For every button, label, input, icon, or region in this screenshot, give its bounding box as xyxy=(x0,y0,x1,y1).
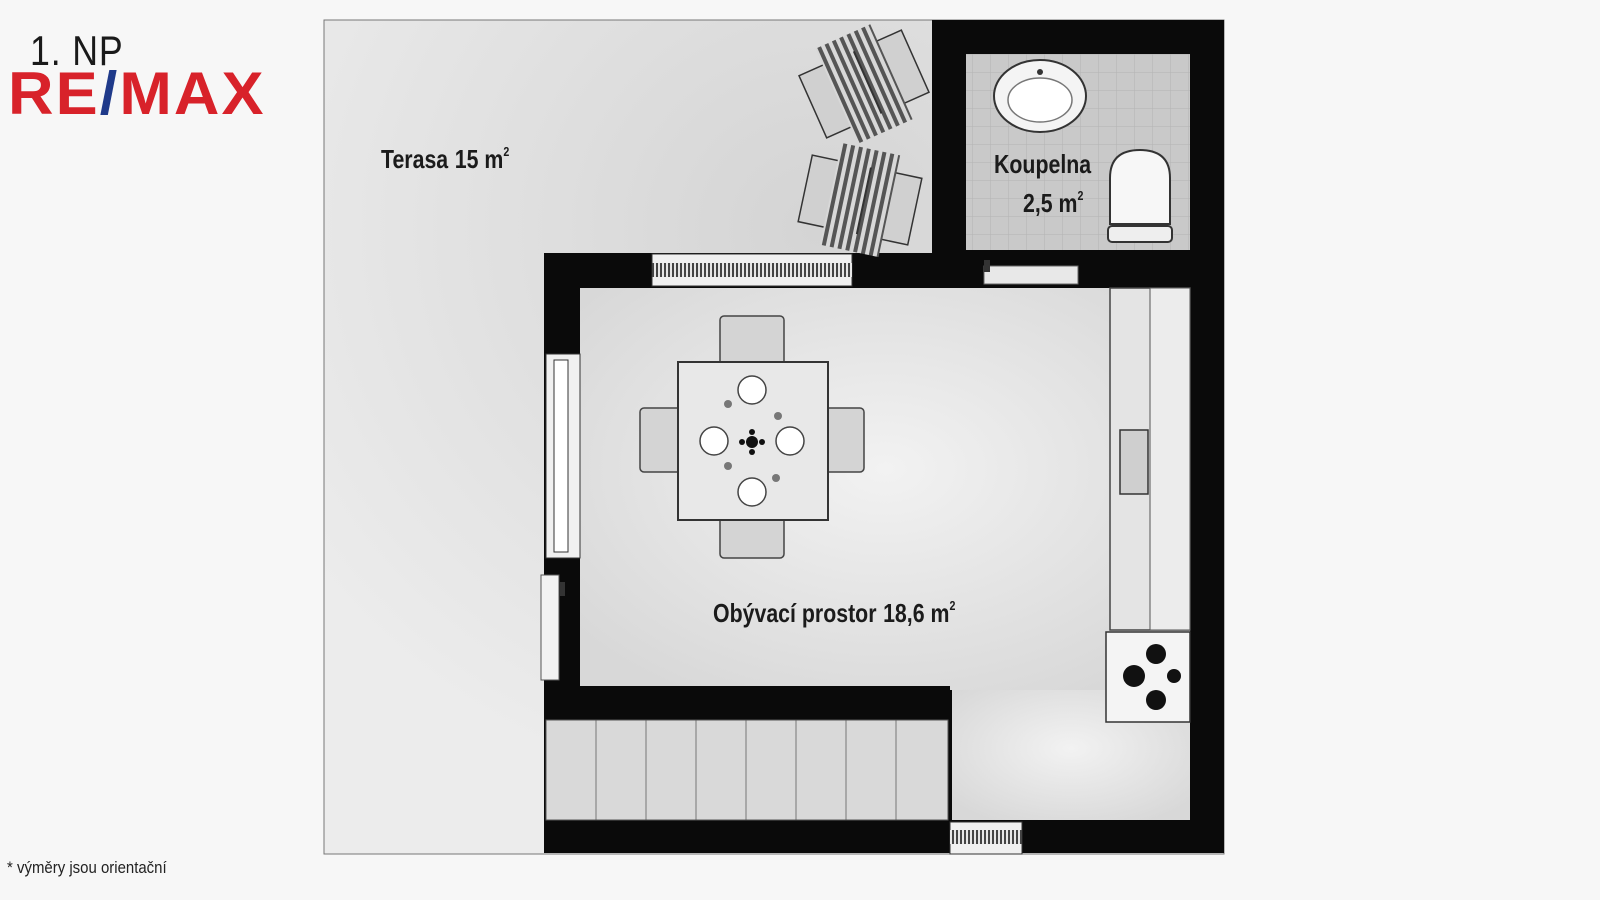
room-name: Koupelna xyxy=(994,149,1092,179)
logo-part1: RE xyxy=(8,60,100,127)
footnote: * výměry jsou orientační xyxy=(7,858,167,877)
washbasin-icon xyxy=(993,59,1087,133)
bathroom xyxy=(966,54,1190,250)
logo-part2: MAX xyxy=(119,60,266,127)
cooktop-icon xyxy=(1105,631,1191,723)
dining-table xyxy=(639,315,865,559)
toilet-icon xyxy=(1107,148,1173,243)
floor-label: 1. NP xyxy=(30,27,124,74)
sink-icon xyxy=(1119,429,1149,495)
room-area: 15 m xyxy=(454,144,504,174)
sun-lounger-icon xyxy=(797,142,923,258)
room-label-bathroom: Koupelna 2,5 m2 xyxy=(994,148,1091,219)
staircase xyxy=(544,686,950,821)
room-area: 2,5 m xyxy=(1022,188,1078,218)
room-name: Terasa xyxy=(381,144,449,174)
remax-logo: RE/MAX xyxy=(8,64,266,124)
centerpiece-icon xyxy=(739,429,765,455)
bathroom-door xyxy=(983,260,1079,285)
sun-lounger-icon xyxy=(798,24,930,144)
entrance-door xyxy=(540,574,565,681)
window-bottom xyxy=(949,821,1023,855)
window-left xyxy=(545,353,581,559)
logo-slash: / xyxy=(99,60,120,127)
window-top xyxy=(651,253,853,287)
room-area: 18,6 m xyxy=(883,598,950,628)
room-area-sup: 2 xyxy=(949,598,956,613)
room-area-sup: 2 xyxy=(503,144,510,159)
kitchen-counter xyxy=(1105,287,1191,723)
room-name: Obývací prostor xyxy=(713,598,877,628)
room-area-sup: 2 xyxy=(1077,188,1084,203)
